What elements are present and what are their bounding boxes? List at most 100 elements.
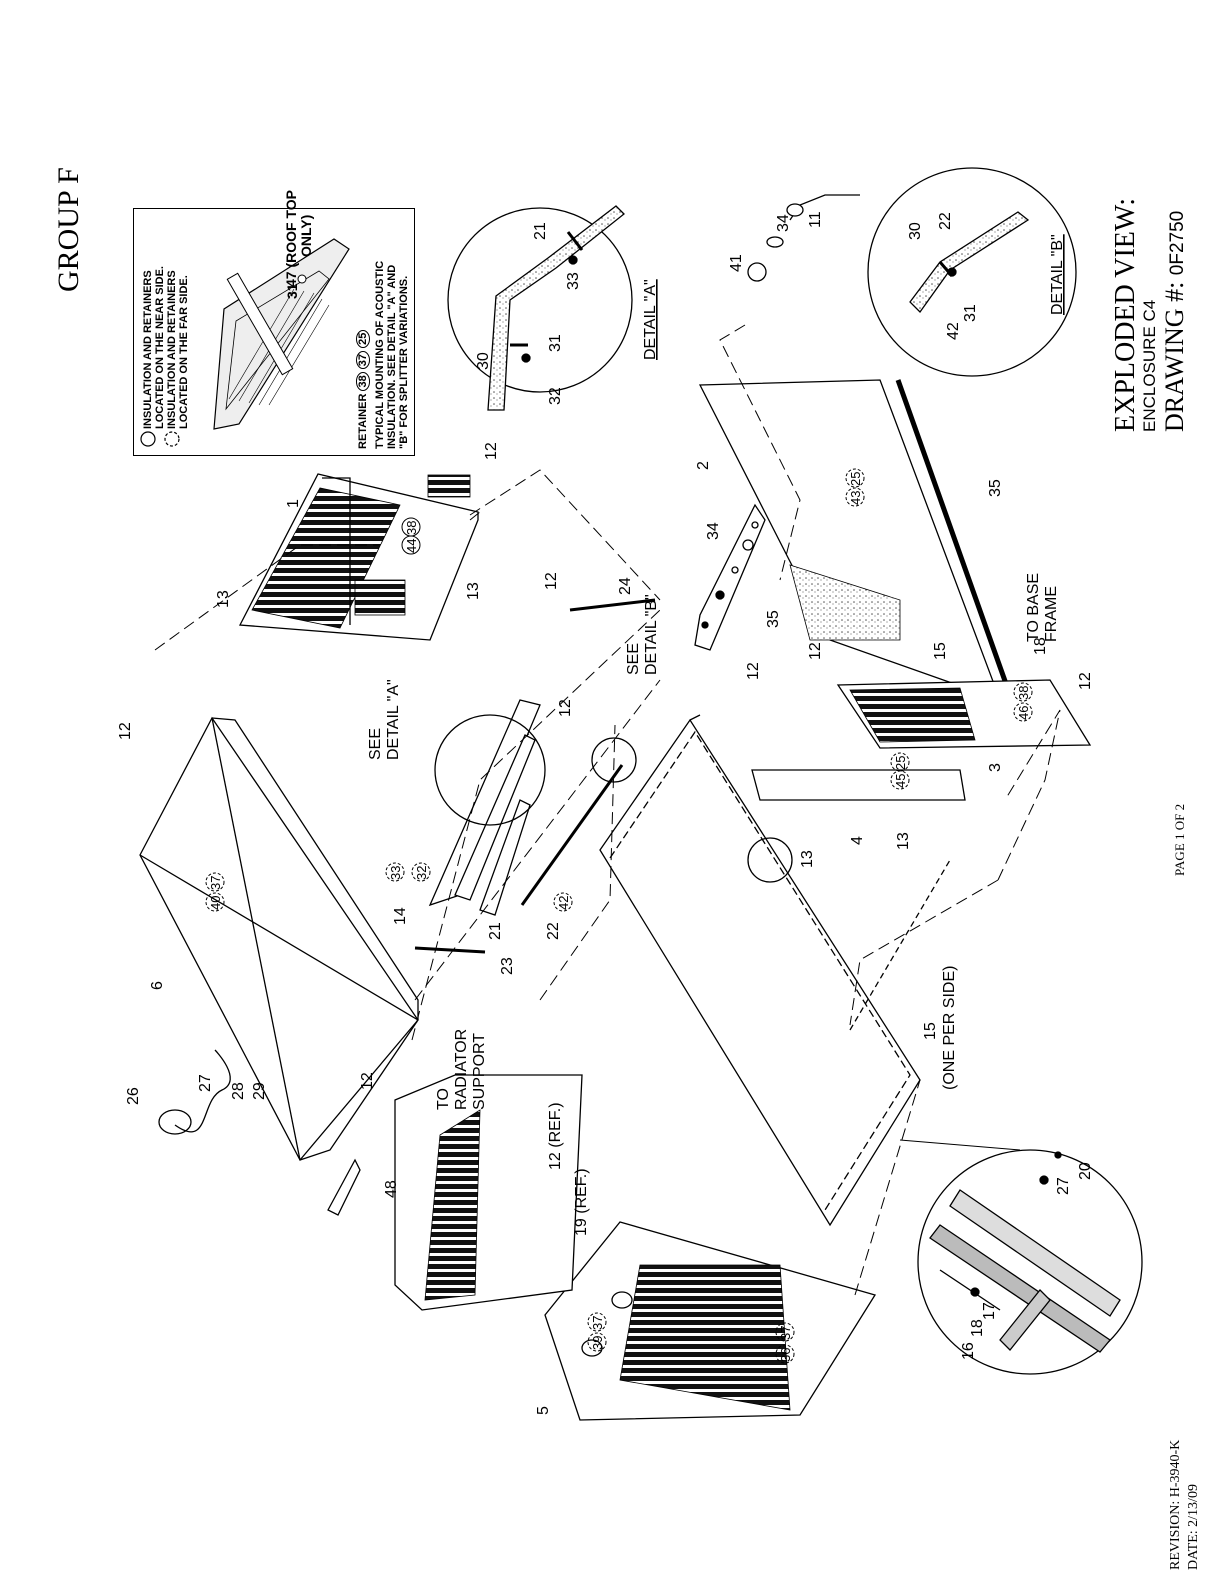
circled-ref-r37c: 37 xyxy=(775,1322,795,1342)
circled-ref-label-r37a: 37 xyxy=(208,876,223,890)
callout-c13a: 13 xyxy=(215,590,232,608)
part-19-radiator-support xyxy=(394,1074,583,1311)
circled-ref-label-r33: 33 xyxy=(388,866,403,880)
legend-panel-icon xyxy=(213,238,350,430)
note-to-base-1: TO BASE xyxy=(1025,573,1042,642)
callout-c30b: 30 xyxy=(907,222,924,240)
callout-c22b: 22 xyxy=(937,212,954,230)
note-one-per-side-number: 15 xyxy=(922,1022,939,1040)
part-3-louvered-door xyxy=(836,679,1092,749)
circled-ref-r39: 39 xyxy=(587,1332,607,1352)
callout-c2: 2 xyxy=(695,461,712,470)
circled-ref-label-r36: 36 xyxy=(778,1348,793,1362)
part-21-splitters xyxy=(428,699,541,916)
callout-c24: 24 xyxy=(617,577,634,595)
callout-c30a: 30 xyxy=(475,352,492,370)
detail-a-title: DETAIL "A" xyxy=(642,279,659,360)
circled-ref-label-r37b: 37 xyxy=(590,1316,605,1330)
note-one-per-side-text: (ONE PER SIDE) xyxy=(941,966,958,1090)
callout-c16: 16 xyxy=(960,1342,977,1360)
callout-c4: 4 xyxy=(849,836,866,845)
callout-c13d: 13 xyxy=(895,832,912,850)
callout-c11: 11 xyxy=(807,211,824,228)
part-23-bracket xyxy=(414,946,486,954)
callout-c12d: 12 xyxy=(483,442,500,460)
circled-ref-label-r38a: 38 xyxy=(404,521,419,535)
callout-c6: 6 xyxy=(149,981,166,990)
part-1-louvered-panel xyxy=(238,473,479,641)
see-detail-a-1: SEE xyxy=(367,728,384,760)
detail-a-locator xyxy=(434,714,546,826)
circled-ref-r43: 43 xyxy=(845,487,865,507)
callout-c12b: 12 xyxy=(557,699,574,717)
callout-c1: 1 xyxy=(285,499,302,508)
note-ref-12: 12 (REF.) xyxy=(547,1102,564,1170)
circled-ref-r46: 46 xyxy=(1013,702,1033,722)
far-side-symbol-icon xyxy=(164,431,180,447)
circled-ref-r45: 45 xyxy=(890,770,910,790)
leader-to-hinge-detail xyxy=(899,1139,1021,1151)
callout-c12c: 12 xyxy=(543,572,560,590)
circled-ref-label-r25b: 25 xyxy=(893,756,908,770)
circled-ref-label-r42: 42 xyxy=(556,896,571,910)
circled-ref-r37b: 37 xyxy=(587,1312,607,1332)
detail-a-view xyxy=(447,205,633,411)
circled-ref-label-r39: 39 xyxy=(590,1336,605,1350)
circled-ref-r25a: 25 xyxy=(845,468,865,488)
callout-c13b: 13 xyxy=(465,582,482,600)
circled-ref-r44: 44 xyxy=(401,535,421,555)
callout-c32: 32 xyxy=(547,387,564,405)
part-4-panel xyxy=(751,769,966,801)
callout-c12e: 12 xyxy=(745,662,762,680)
callout-c17: 17 xyxy=(981,1302,998,1320)
part-34-control-plate xyxy=(694,503,766,651)
callout-c27b: 27 xyxy=(1055,1177,1072,1195)
callout-c18a: 18 xyxy=(969,1319,986,1337)
callout-c35b: 35 xyxy=(987,479,1004,497)
callout-c13c: 13 xyxy=(799,850,816,868)
circled-ref-r38b: 38 xyxy=(1013,682,1033,702)
callout-c18b: 18 xyxy=(1032,637,1049,655)
assembly-lines xyxy=(154,324,1061,1296)
circled-ref-r32: 32 xyxy=(411,862,431,882)
detail-b-title: DETAIL "B" xyxy=(1049,234,1066,315)
note-to-radiator-1: TO xyxy=(435,1088,452,1110)
note-ref-19: 19 (REF.) xyxy=(573,1168,590,1236)
callout-c27a: 27 xyxy=(197,1074,214,1092)
circled-ref-label-r45: 45 xyxy=(893,774,908,788)
callout-c34b: 34 xyxy=(775,214,792,232)
callout-c21b: 21 xyxy=(532,222,549,240)
callout-c12g: 12 xyxy=(1077,672,1094,690)
circled-ref-label-r44: 44 xyxy=(404,539,419,553)
callout-c22a: 22 xyxy=(545,922,562,940)
circled-ref-r38a: 38 xyxy=(401,517,421,537)
callout-c20: 20 xyxy=(1077,1162,1094,1180)
callout-c14: 14 xyxy=(392,907,409,925)
part-24-bracket xyxy=(569,598,656,612)
circled-ref-label-r25a: 25 xyxy=(848,472,863,486)
callout-c23: 23 xyxy=(499,957,516,975)
near-side-symbol-icon xyxy=(140,431,156,447)
part-2-side-panel xyxy=(698,379,1013,702)
callout-c26: 26 xyxy=(125,1087,142,1105)
circled-ref-label-r37c: 37 xyxy=(778,1326,793,1340)
circled-ref-label-r46: 46 xyxy=(1016,706,1031,720)
callout-c31a: 31 xyxy=(547,334,564,352)
part-22-splitter xyxy=(520,764,624,906)
callout-c41: 41 xyxy=(728,254,745,272)
detail-b-locator xyxy=(591,737,637,783)
circled-ref-r37a: 37 xyxy=(205,872,225,892)
callout-c15: 15 xyxy=(932,642,949,660)
insulation-legend: INSULATION AND RETAINERS LOCATED ON THE … xyxy=(133,190,415,456)
callout-c28: 28 xyxy=(230,1082,247,1100)
detail-b-view xyxy=(867,167,1077,377)
circled-ref-r33: 33 xyxy=(385,862,405,882)
legend-illustration xyxy=(140,238,350,447)
circled-ref-label-r38b: 38 xyxy=(1016,686,1031,700)
note-to-radiator-2: RADIATOR xyxy=(453,1029,470,1110)
hinge-detail-locator xyxy=(747,837,793,883)
circled-ref-r40: 40 xyxy=(205,892,225,912)
